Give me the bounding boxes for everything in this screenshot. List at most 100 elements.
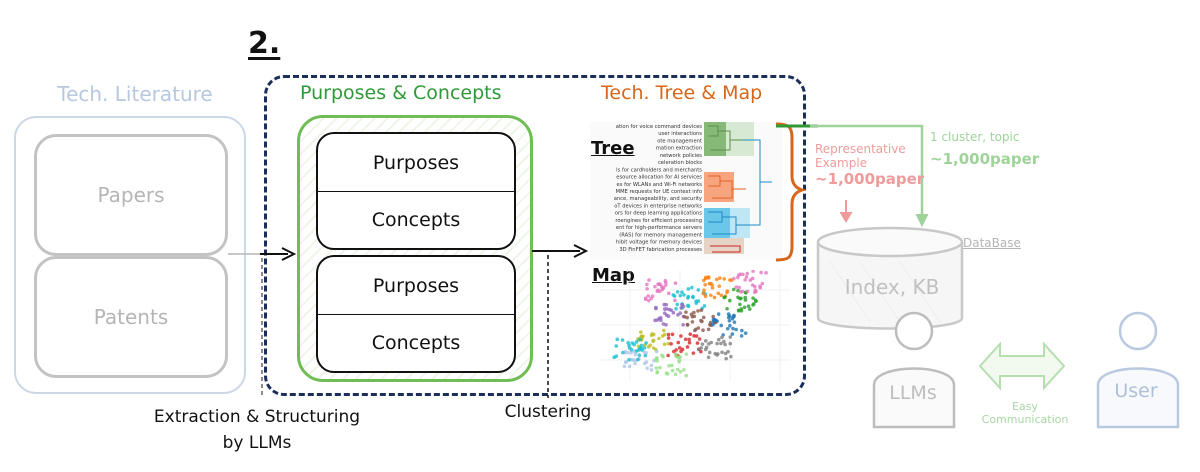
cluster-dot [684, 310, 688, 314]
cluster-dot [700, 342, 705, 346]
cluster-dot [660, 334, 665, 338]
cluster-dot [692, 314, 697, 319]
cluster-dot [634, 340, 639, 344]
cluster-dot [692, 310, 696, 315]
cluster-dot [633, 361, 637, 366]
cluster-dot [620, 338, 625, 342]
cluster-dot [673, 352, 678, 356]
user-label: User [1114, 380, 1158, 402]
cluster-dot [629, 347, 634, 352]
cluster-dot [664, 280, 668, 285]
cluster-dot [649, 368, 654, 372]
cluster-dot [662, 307, 667, 311]
cluster-dot [699, 318, 703, 323]
cluster-dot [652, 358, 656, 363]
cluster-dot [737, 285, 742, 290]
cluster-dot [654, 349, 659, 354]
cluster-dot [653, 284, 657, 289]
cluster-dot [637, 353, 642, 358]
cluster-dot [759, 270, 763, 275]
cluster-dot [680, 302, 684, 307]
cluster-dot [661, 286, 666, 290]
map-label: Map [592, 265, 635, 286]
cluster-dot [742, 305, 747, 310]
cluster-dot [646, 294, 651, 298]
cluster-dot [643, 353, 648, 358]
cluster-dot [722, 339, 726, 344]
cluster-dot [662, 342, 667, 347]
cluster-dot [655, 359, 659, 363]
cluster-dot [627, 357, 631, 362]
cluster-dot [728, 298, 732, 303]
cluster-dot [638, 337, 642, 342]
cluster-dot [706, 355, 711, 360]
purposes-concepts-card-1: Purposes Concepts [316, 132, 516, 250]
cluster-dot [676, 340, 681, 345]
cluster-dot [681, 323, 685, 327]
database-cylinder [816, 226, 964, 330]
cluster-dot [694, 301, 699, 306]
cluster-dot [716, 312, 721, 316]
tree-leaf-label: hibit voltage for memory devices [616, 240, 702, 246]
cluster-dot [669, 308, 674, 312]
cluster-dot [651, 346, 656, 350]
cluster-dot [710, 285, 715, 290]
cluster-dot [750, 276, 755, 281]
cluster-dot [706, 342, 711, 346]
cluster-dot [697, 347, 701, 352]
tree-leaf-label: celeration blocks [658, 160, 702, 166]
cluster-dot [632, 358, 636, 363]
cluster-dot [655, 370, 660, 374]
clustering-caption: Clustering [504, 402, 592, 422]
cluster-dot [720, 350, 724, 355]
patents-label: Patents [93, 305, 169, 329]
tree-leaf-label: ance, manageability, and security [614, 196, 702, 202]
cluster-dot [739, 308, 744, 313]
cluster-dot [743, 278, 747, 282]
cluster-dot [669, 342, 673, 346]
cluster-dot [676, 355, 680, 360]
cluster-dot [703, 283, 707, 287]
cluster-dot [649, 363, 654, 368]
cluster-dot [682, 314, 687, 319]
cluster-dot [685, 345, 690, 349]
cluster-dot [743, 295, 747, 300]
tree-leaf-label: (RAS) for memory management [619, 232, 702, 238]
cluster-dot [691, 295, 695, 300]
cluster-dot [738, 302, 742, 307]
cluster-dot [671, 310, 676, 315]
cluster-dot [612, 355, 616, 360]
cluster-dot [667, 291, 671, 296]
cluster-dot [678, 293, 683, 298]
cluster-dot [754, 289, 758, 294]
cluster-dot [679, 334, 683, 338]
cluster-dot [688, 332, 693, 336]
cluster-dot [701, 328, 705, 333]
database-label: DataBase [963, 236, 1021, 250]
cluster-dot [737, 308, 741, 313]
cluster-map-image [600, 269, 790, 380]
cluster-dot [686, 304, 691, 308]
cluster-dot [725, 306, 729, 311]
literature-title: Tech. Literature [57, 82, 213, 106]
cluster-dot [622, 364, 627, 369]
concepts-label: Concepts [371, 208, 461, 231]
cluster-dot [745, 289, 750, 294]
cluster-dot [714, 277, 719, 282]
cluster-dot [697, 337, 702, 341]
cluster-dots [612, 269, 768, 378]
cluster-dot [629, 350, 634, 355]
cluster-dot [728, 323, 732, 328]
cluster-dot [695, 341, 700, 345]
cluster-dot [633, 352, 638, 357]
cluster-dot [692, 328, 697, 333]
cluster-dot [684, 373, 689, 378]
llms-label: LLMs [889, 382, 937, 404]
cluster-dot [696, 288, 701, 292]
cluster-dot [711, 322, 715, 327]
cluster-dot [764, 271, 768, 275]
purposes-label: Purposes [318, 257, 514, 315]
cluster-dot [682, 368, 686, 372]
cluster-dot [713, 317, 717, 322]
